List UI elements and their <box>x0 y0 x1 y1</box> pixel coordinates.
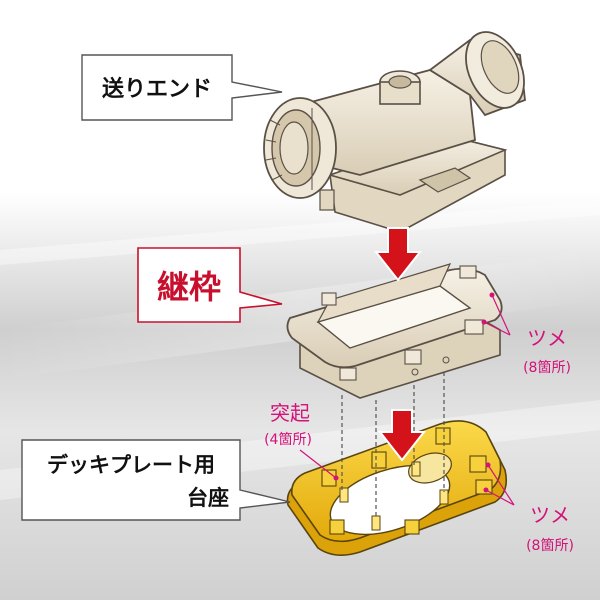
label-claw-upper-main: ツメ <box>527 326 567 350</box>
callout-joint-frame-label: 継枠 <box>157 268 221 306</box>
alignment-guides <box>341 372 445 518</box>
label-protrusion-count: (4箇所) <box>264 431 312 448</box>
label-claw-lower-count: (8箇所) <box>526 537 574 554</box>
sending-end-part <box>263 31 526 233</box>
callout-sending-end-label: 送りエンド <box>102 76 212 102</box>
down-arrow-icon <box>373 227 423 282</box>
deck-plate-base-part <box>286 420 508 556</box>
label-claw-upper-count: (8箇所) <box>523 359 571 376</box>
joint-frame-part <box>286 263 503 399</box>
callout-deck-base-line2: 台座 <box>187 486 229 510</box>
label-protrusion-main: 突起 <box>270 401 310 425</box>
label-claw-upper: ツメ (8箇所) <box>481 292 571 376</box>
down-arrow-icon <box>377 409 427 462</box>
callout-sending-end: 送りエンド <box>81 54 283 121</box>
label-claw-lower-main: ツメ <box>530 503 570 527</box>
callout-joint-frame: 継枠 <box>137 247 283 323</box>
label-protrusion: 突起 (4箇所) <box>264 401 339 481</box>
callout-deck-base-line1: デッキプレート用 <box>47 453 215 477</box>
label-claw-lower: ツメ (8箇所) <box>483 462 574 554</box>
callout-deck-plate-base: デッキプレート用 台座 <box>21 439 291 521</box>
